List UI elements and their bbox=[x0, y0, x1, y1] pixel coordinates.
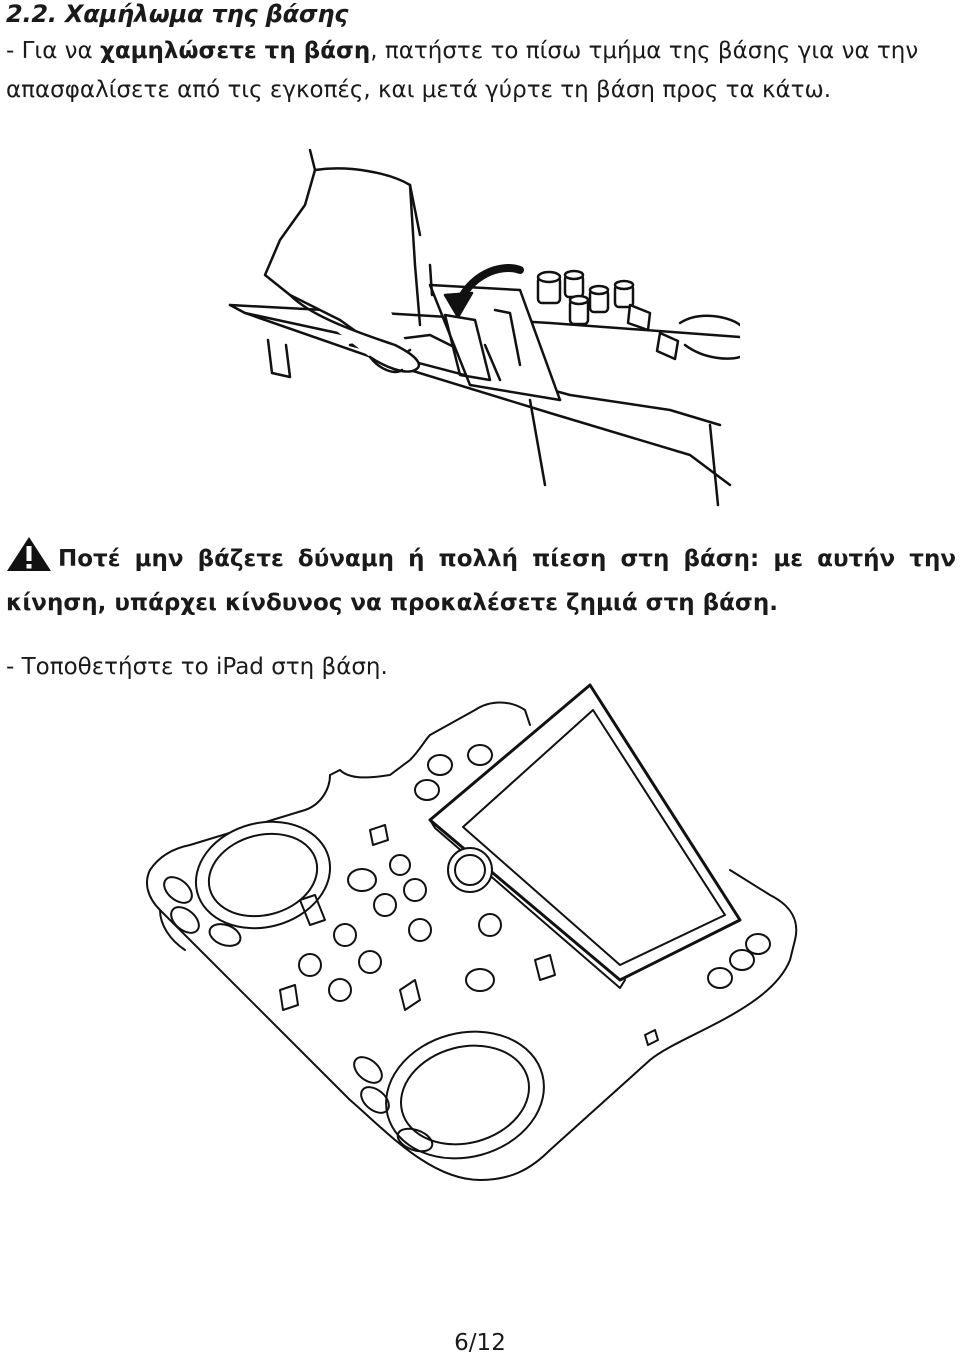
warning-text: Ποτέ μην βάζετε δύναμη ή πολλή πίεση στη… bbox=[6, 546, 956, 616]
step-place-ipad: - Τοποθετήστε το iPad στη βάση. bbox=[6, 654, 388, 680]
warning-note: Ποτέ μην βάζετε δύναμη ή πολλή πίεση στη… bbox=[6, 536, 956, 625]
lower-stand-illustration bbox=[228, 148, 740, 507]
step-lower-stand: - Για να χαμηλώσετε τη βάση, πατήστε το … bbox=[6, 32, 956, 110]
step-rest: , πατήστε το πίσω τμήμα της βάσης για να… bbox=[6, 38, 919, 103]
step-prefix: - Για να bbox=[6, 38, 100, 64]
controller-with-ipad-illustration bbox=[146, 683, 798, 1181]
page-number: 6/12 bbox=[454, 1330, 506, 1356]
warning-triangle-icon bbox=[7, 537, 51, 571]
step-emphasis: χαμηλώσετε τη βάση bbox=[100, 38, 371, 64]
section-heading: 2.2. Χαμήλωμα της βάσης bbox=[6, 0, 349, 28]
